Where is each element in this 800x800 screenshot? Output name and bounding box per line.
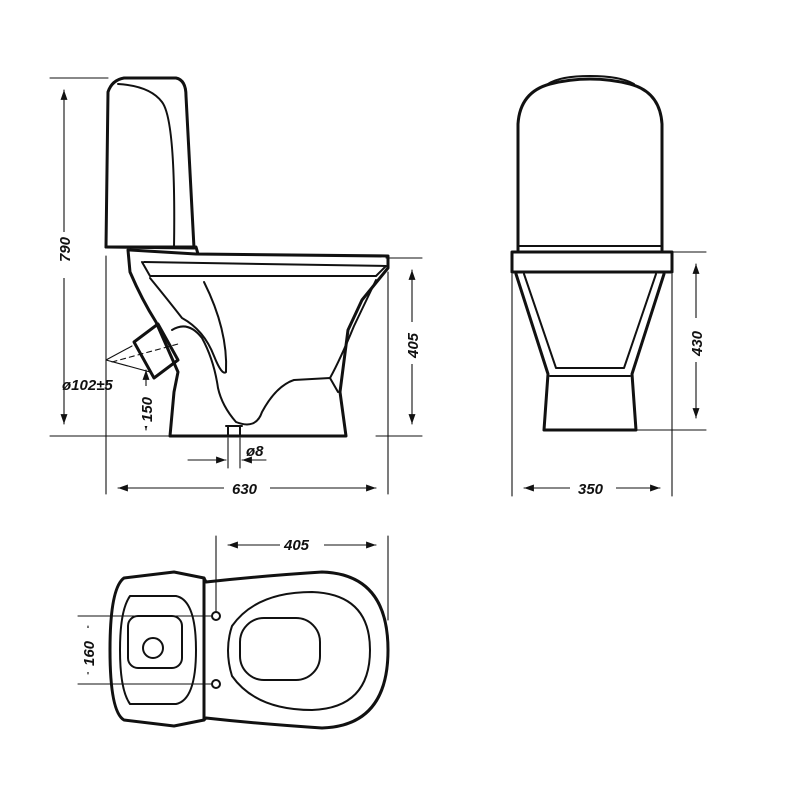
front-dimensions: 430 350 <box>511 251 707 498</box>
dim-plan-405-label: 405 <box>283 537 310 554</box>
dim-405-label: 405 <box>405 332 422 359</box>
side-bowl-rim <box>141 261 387 277</box>
front-cistern <box>516 77 664 252</box>
side-outlet-axis <box>111 343 179 363</box>
side-view <box>104 76 390 438</box>
side-bowl-inner-wall <box>329 279 377 379</box>
side-fixing-hole <box>225 425 243 437</box>
front-bowl-inner <box>523 273 657 369</box>
side-outlet-pipe <box>132 322 180 380</box>
plan-bowl-outer <box>202 570 390 730</box>
plan-cistern <box>108 570 206 728</box>
dim-fixing-label: ø8 <box>246 443 264 460</box>
plan-bowl-opening <box>239 617 321 681</box>
plan-fixing-hole-bottom <box>211 679 221 689</box>
front-bowl-rim <box>510 250 674 274</box>
dim-150-label: 150 <box>139 396 156 422</box>
side-cistern <box>104 76 196 250</box>
plan-cistern-inner <box>119 595 197 705</box>
plan-bowl-rim <box>227 591 371 711</box>
dim-160-label: 160 <box>81 640 98 666</box>
side-dimensions: 790 405 ø102±5 150 ø8 630 <box>49 77 423 498</box>
front-cistern-lid <box>547 75 635 85</box>
dim-630-label: 630 <box>232 481 258 498</box>
front-view <box>510 75 674 432</box>
plan-cistern-button-plate <box>127 615 183 669</box>
side-trap-inner <box>149 277 228 374</box>
front-bowl-body <box>514 272 666 432</box>
plan-fixing-hole-top <box>211 611 221 621</box>
plan-flush-button <box>142 637 164 659</box>
dim-790-label: 790 <box>57 236 74 262</box>
side-trap-outer <box>171 325 339 426</box>
dim-350-label: 350 <box>578 481 604 498</box>
dim-430-label: 430 <box>689 330 706 357</box>
plan-dimensions: 405 160 <box>76 534 389 685</box>
plan-view <box>108 570 390 730</box>
dim-outlet-diameter-label: ø102±5 <box>62 377 113 394</box>
side-cistern-lid-curve <box>117 83 176 249</box>
side-cistern-base <box>104 245 200 256</box>
